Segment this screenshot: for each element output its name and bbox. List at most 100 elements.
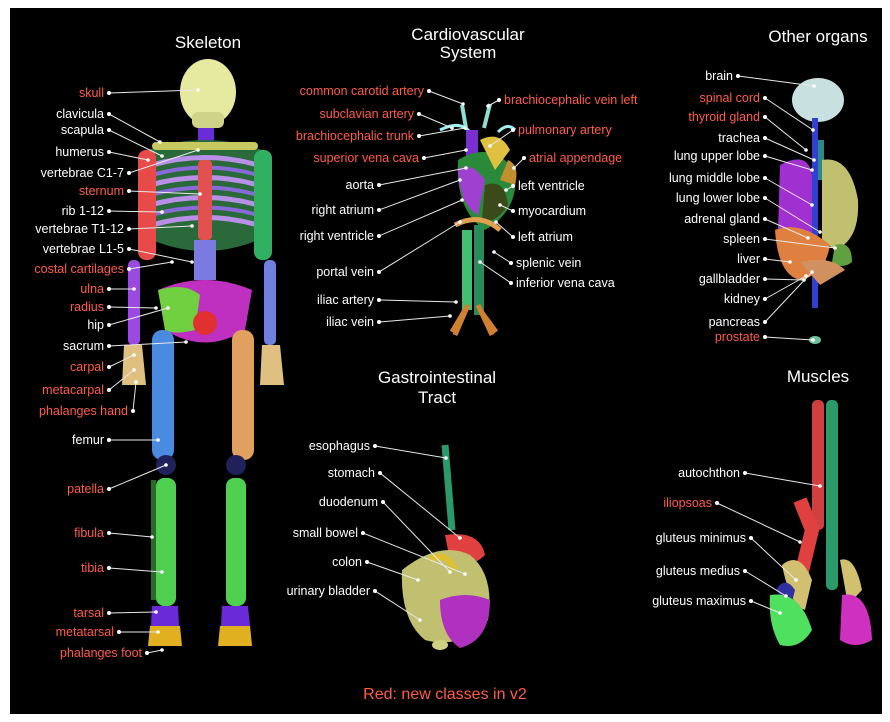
label-left-ventricle: left ventricle <box>518 179 585 193</box>
label-superior-vena-cava: superior vena cava <box>313 151 419 165</box>
leader-start-dot-right-ventricle <box>377 234 381 238</box>
label-right-ventricle: right ventricle <box>300 229 374 243</box>
leader-start-dot-scapula <box>107 128 111 132</box>
leader-start-dot-ulna <box>107 287 111 291</box>
leader-end-dot-gluteus-medius <box>784 594 788 598</box>
leader-start-dot-gluteus-medius <box>743 569 747 573</box>
leader-start-dot-pancreas <box>763 320 767 324</box>
tibia-right <box>156 478 176 606</box>
leader-start-dot-lung-middle-lobe <box>763 176 767 180</box>
leader-start-dot-femur <box>107 438 111 442</box>
leader-portal-vein <box>379 222 460 272</box>
leader-start-dot-spinal-cord <box>763 96 767 100</box>
leader-end-dot-prostate <box>811 338 815 342</box>
leader-end-dot-iliac-artery <box>454 300 458 304</box>
leader-start-dot-phalanges-hand <box>131 409 135 413</box>
forearm-left <box>264 260 276 345</box>
leader-start-dot-urinary-bladder <box>373 589 377 593</box>
leader-start-dot-esophagus <box>373 444 377 448</box>
leader-start-dot-patella <box>107 487 111 491</box>
leader-end-dot-metatarsal <box>156 630 160 634</box>
label-kidney: kidney <box>724 292 761 306</box>
leader-thyroid-gland <box>765 117 806 150</box>
label-radius: radius <box>70 300 104 314</box>
leader-splenic-vein <box>494 252 511 263</box>
leader-start-dot-small-bowel <box>361 531 365 535</box>
label-myocardium: myocardium <box>518 204 586 218</box>
leader-end-dot-radius <box>154 306 158 310</box>
skull-jaw <box>192 112 224 128</box>
toes-right <box>148 626 182 646</box>
leader-start-dot-right-atrium <box>377 208 381 212</box>
leader-start-dot-metacarpal <box>107 388 111 392</box>
skeleton-illustration <box>122 59 284 646</box>
leader-end-dot-small-bowel <box>463 572 467 576</box>
femur-left <box>232 330 254 460</box>
leader-start-dot-skull <box>107 91 111 95</box>
label-autochthon: autochthon <box>678 466 740 480</box>
leader-brain <box>738 76 814 86</box>
sacrum-shape <box>193 311 217 335</box>
leader-start-dot-common-carotid-artery <box>427 89 431 93</box>
leader-end-dot-pulmonary-artery <box>488 144 492 148</box>
label-gluteus-minimus: gluteus minimus <box>656 531 746 545</box>
label-brachiocephalic-trunk: brachiocephalic trunk <box>296 129 415 143</box>
leader-end-dot-right-ventricle <box>460 198 464 202</box>
leader-end-dot-ulna <box>132 287 136 291</box>
leader-start-dot-liver <box>763 257 767 261</box>
label-spleen: spleen <box>723 232 760 246</box>
leader-start-dot-radius <box>107 305 111 309</box>
aorta-descending <box>462 230 472 310</box>
label-ulna: ulna <box>80 282 104 296</box>
leader-phalanges-foot <box>147 650 162 653</box>
leader-end-dot-iliac-vein <box>448 314 452 318</box>
leader-phalanges-hand <box>133 382 136 411</box>
leader-end-dot-atrial-appendage <box>512 166 516 170</box>
leader-end-dot-superior-vena-cava <box>464 148 468 152</box>
leader-iliac-vein <box>379 316 450 322</box>
label-rib-1-12: rib 1-12 <box>62 204 104 218</box>
leader-vertebrae-l1-5 <box>129 249 192 262</box>
leader-right-atrium <box>379 180 460 210</box>
leader-start-dot-metatarsal <box>117 630 121 634</box>
label-humerus: humerus <box>55 145 104 159</box>
leader-start-dot-gallbladder <box>763 277 767 281</box>
label-colon: colon <box>332 555 362 569</box>
urinary-bladder-shape <box>432 640 448 650</box>
leader-start-dot-subclavian-artery <box>417 112 421 116</box>
leader-end-dot-humerus <box>146 158 150 162</box>
leader-end-dot-pancreas <box>810 270 814 274</box>
label-spinal-cord: spinal cord <box>700 91 760 105</box>
leader-autochthon <box>745 473 820 486</box>
anatomy-illustrations <box>122 59 872 650</box>
leader-start-dot-brain <box>736 74 740 78</box>
leader-start-dot-spleen <box>763 237 767 241</box>
leader-fibula <box>109 533 152 537</box>
leader-end-dot-liver <box>788 260 792 264</box>
gastrointestinal-illustration <box>402 445 490 650</box>
leader-start-dot-autochthon <box>743 471 747 475</box>
label-splenic-vein: splenic vein <box>516 256 581 270</box>
leader-start-dot-iliac-artery <box>377 298 381 302</box>
hand-left <box>260 345 284 385</box>
section-title-skeleton: Skeleton <box>175 33 241 52</box>
label-metacarpal: metacarpal <box>42 383 104 397</box>
label-iliac-artery: iliac artery <box>317 293 375 307</box>
label-tarsal: tarsal <box>73 606 104 620</box>
leader-start-dot-left-atrium <box>511 235 515 239</box>
label-duodenum: duodenum <box>319 495 378 509</box>
leader-start-dot-humerus <box>107 150 111 154</box>
leader-start-dot-gluteus-minimus <box>749 536 753 540</box>
forearm-right <box>128 260 140 345</box>
leader-end-dot-gluteus-minimus <box>794 578 798 582</box>
leader-end-dot-sacrum <box>184 340 188 344</box>
spine-lumbar <box>194 240 216 280</box>
leader-end-dot-spleen <box>833 246 837 250</box>
label-clavicula: clavicula <box>56 107 104 121</box>
label-costal-cartilages: costal cartilages <box>34 262 124 276</box>
leader-end-dot-iliopsoas <box>798 540 802 544</box>
label-brachiocephalic-vein-left: brachiocephalic vein left <box>504 93 638 107</box>
leader-gluteus-medius <box>745 571 786 596</box>
patella-left <box>226 455 246 475</box>
